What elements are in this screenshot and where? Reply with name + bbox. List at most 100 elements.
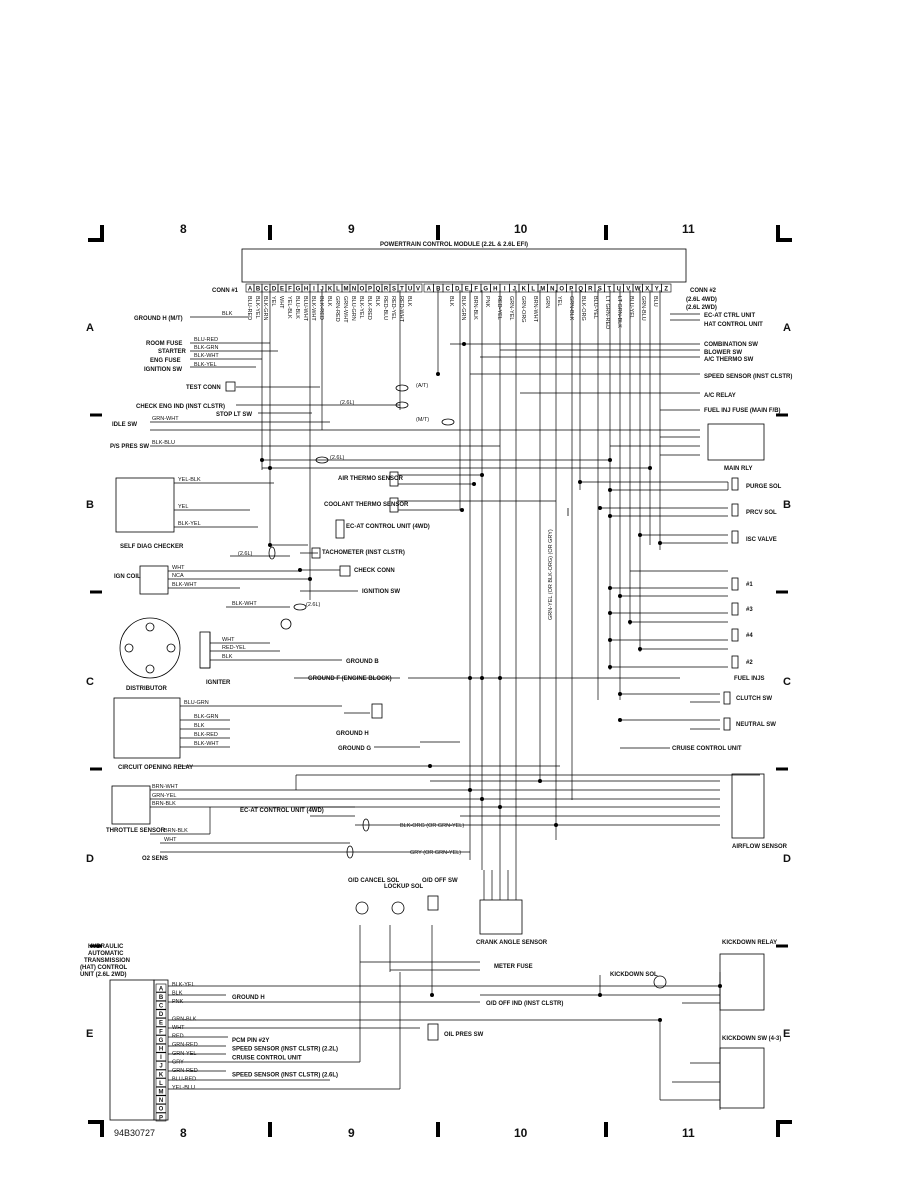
conn1-wire-label: BLK-YEL <box>254 296 260 319</box>
conn1-wire-label: GRN-WHT <box>342 296 348 323</box>
label-ground-h: GROUND H <box>336 731 369 737</box>
svg-text:BLK-WHT: BLK-WHT <box>194 741 219 747</box>
label-o2-sens: O2 SENS <box>142 856 168 862</box>
label-coolant-thermo-sensor: COOLANT THERMO SENSOR <box>324 502 409 508</box>
label-stop-lt-sw: STOP LT SW <box>216 412 252 418</box>
conn1-pin-label: G <box>296 286 301 292</box>
hat-pin-label: E <box>159 1021 163 1027</box>
label-neutral-sw: NEUTRAL SW <box>736 722 776 728</box>
svg-text:BLK-ORG (OR GRN-YEL): BLK-ORG (OR GRN-YEL) <box>400 823 464 829</box>
conn2-pin-label: W <box>635 286 641 292</box>
label-ps-pres-sw: P/S PRES SW <box>110 444 149 450</box>
label-ac-thermo-sw: A/C THERMO SW <box>704 357 754 363</box>
conn2-wire-label: GRN-YEL <box>508 296 514 320</box>
left-labels: GROUND H (M/T) ROOM FUSE STARTER ENG FUS… <box>106 316 252 862</box>
test-conn-box <box>225 381 236 392</box>
conn2-pin-label: T <box>607 286 611 292</box>
splice-dot <box>468 676 472 680</box>
conn2-wire-label: BLK-GRN <box>460 296 466 320</box>
svg-text:BLK-WHT: BLK-WHT <box>194 353 219 359</box>
svg-text:GRN-YEL: GRN-YEL <box>152 793 176 799</box>
conn1-pin-label: F <box>288 286 292 292</box>
row-label-e-left: E <box>86 1028 93 1040</box>
splice-dot <box>578 480 582 484</box>
hat-pin-label: F <box>159 1029 163 1035</box>
label-fuel-injs: FUEL INJS <box>734 676 765 682</box>
hat-pin-cell <box>155 1104 167 1113</box>
svg-text:NCA: NCA <box>172 573 184 579</box>
hat-pin-label: G <box>159 1038 164 1044</box>
label-check-conn-1: CHECK CONN <box>354 568 395 574</box>
hat-pin-cell <box>155 1086 167 1096</box>
air-thermo-box <box>389 471 399 487</box>
row-label-a-right: A <box>783 322 791 334</box>
row-label-b-right: B <box>783 499 791 511</box>
label-air-thermo-sensor: AIR THERMO SENSOR <box>338 476 404 482</box>
hat-pin-label: D <box>159 1012 164 1018</box>
hat-pin-cell <box>155 1061 167 1070</box>
conn2-wire-label: RED-YEL <box>496 296 502 320</box>
conn2-pin-label: P <box>569 286 573 292</box>
hat-title-4: (HAT) CONTROL <box>80 965 128 971</box>
conn2-label: CONN #2 <box>690 288 717 294</box>
splice-dot <box>460 508 464 512</box>
svg-text:BLK-BLU: BLK-BLU <box>152 440 175 446</box>
splice-dot <box>472 482 476 486</box>
svg-text:BLK: BLK <box>194 723 205 729</box>
conn1-pin-cell <box>413 283 423 293</box>
col-header-10: 10 <box>514 222 528 236</box>
svg-text:GRY (OR GRN-YEL): GRY (OR GRN-YEL) <box>410 850 461 856</box>
splice-dot <box>298 568 302 572</box>
label-ign-coil: IGN COIL <box>114 574 141 580</box>
conn1-wire-label: RED-BLU <box>382 296 388 320</box>
label-circuit-opening-relay: CIRCUIT OPENING RELAY <box>118 765 193 771</box>
conn2-pin-label: B <box>436 286 441 292</box>
conn2-pin-label: S <box>598 286 602 292</box>
conn1-wire-label: BLU-GRN <box>350 296 356 321</box>
splice-dot <box>436 372 440 376</box>
label-26l-4wd: (2.6L 4WD) <box>686 297 717 303</box>
label-inj-1: #1 <box>746 582 753 588</box>
hat-pin-cell <box>155 1000 167 1010</box>
row-label-c-right: C <box>783 676 791 688</box>
hat-pin-label: M <box>159 1090 164 1096</box>
label-room-fuse: ROOM FUSE <box>146 341 182 347</box>
splice-dot <box>618 594 622 598</box>
igniter-box <box>199 631 211 669</box>
row-label-a-left: A <box>86 322 94 334</box>
label-kickdown-sol: KICKDOWN SOL <box>610 972 658 978</box>
hat-title-2: AUTOMATIC <box>88 951 124 957</box>
conn1-pin-label: N <box>352 286 356 292</box>
splice-dot <box>598 506 602 510</box>
circuit-opening-relay-box <box>113 697 181 759</box>
conn2-wire-label: GRN-ORG <box>520 296 526 323</box>
hat-pin-label: L <box>159 1081 163 1087</box>
hat-pin-cell <box>155 1112 167 1122</box>
hat-pin-cell <box>155 1052 167 1062</box>
svg-text:(A/T): (A/T) <box>416 383 428 389</box>
conn2-wire-label: GRN-BLK <box>568 296 574 321</box>
label-od-off-ind: O/D OFF IND (INST CLSTR) <box>486 1001 563 1007</box>
splice-dot <box>638 533 642 537</box>
od-off-sw <box>427 895 439 911</box>
conn1-wire-label: YEL-BLK <box>286 296 292 319</box>
label-ground-b: GROUND B <box>346 659 379 665</box>
col-footer-10: 10 <box>514 1126 528 1140</box>
conn1-pin-label: H <box>304 286 308 292</box>
label-speed-sensor: SPEED SENSOR (INST CLSTR) <box>704 374 792 380</box>
pcm-title: POWERTRAIN CONTROL MODULE (2.2L & 2.6L E… <box>380 242 528 248</box>
label-inj-3: #3 <box>746 607 753 613</box>
hat-dest-label: CRUISE CONTROL UNIT <box>232 1055 302 1061</box>
col-header-9: 9 <box>348 222 355 236</box>
label-combination-sw: COMBINATION SW <box>704 342 758 348</box>
components <box>109 381 765 1121</box>
hat-pin-label: A <box>159 986 164 992</box>
splice-dot <box>658 1018 662 1022</box>
hat-pin-label: B <box>159 995 164 1001</box>
hat-unit-box <box>109 979 155 1121</box>
conn1-pin-label: U <box>408 286 412 292</box>
conn1-wire-label: RED-WHT <box>398 296 404 323</box>
conn2-pin-label: C <box>446 286 451 292</box>
label-distributor: DISTRIBUTOR <box>126 686 168 692</box>
hat-wire-label: PNK <box>172 999 184 1005</box>
